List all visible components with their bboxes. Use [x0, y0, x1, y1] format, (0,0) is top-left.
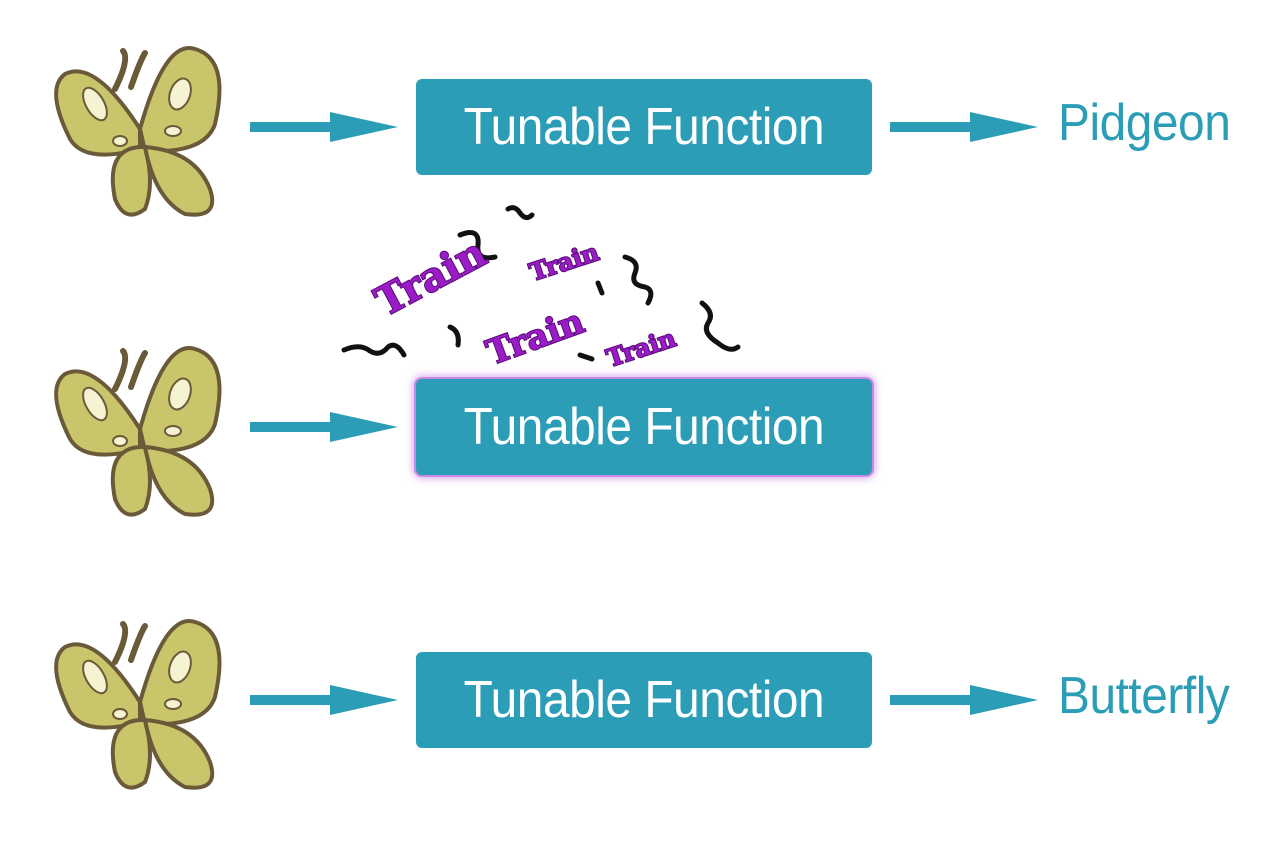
row-pigeon: Tunable Function Pidgeon [0, 27, 1280, 227]
squiggle-mark [577, 352, 595, 362]
output-arrow-icon [890, 112, 1038, 142]
tunable-function-box: Tunable Function [416, 652, 872, 748]
row-butterfly: Tunable Function Butterfly [0, 600, 1280, 800]
input-arrow-icon [250, 112, 398, 142]
squiggle-mark [457, 230, 498, 261]
tunable-function-label: Tunable Function [463, 98, 825, 156]
input-arrow-icon [250, 685, 398, 715]
squiggle-mark [622, 254, 654, 306]
tunable-function-box-training: Tunable Function [416, 379, 872, 475]
train-word: Train [526, 237, 602, 286]
training-cloud: Train Train Train Train [341, 205, 741, 374]
butterfly-icon [54, 46, 222, 217]
squiggle-mark [699, 300, 741, 352]
output-label-butterfly: Butterfly [1058, 667, 1230, 725]
tunable-function-label: Tunable Function [463, 671, 825, 729]
butterfly-icon [54, 346, 222, 517]
tunable-function-box: Tunable Function [416, 79, 872, 175]
squiggle-mark [505, 205, 535, 221]
row-training: Tunable Function [0, 327, 1280, 527]
train-word: Train [368, 229, 494, 326]
tunable-function-label: Tunable Function [463, 398, 825, 456]
output-label-pidgeon: Pidgeon [1058, 94, 1231, 152]
butterfly-icon [54, 619, 222, 790]
squiggle-mark [595, 280, 605, 296]
output-arrow-icon [890, 685, 1038, 715]
input-arrow-icon [250, 412, 398, 442]
squiggle-mark [341, 342, 407, 358]
squiggle-mark [447, 324, 461, 348]
